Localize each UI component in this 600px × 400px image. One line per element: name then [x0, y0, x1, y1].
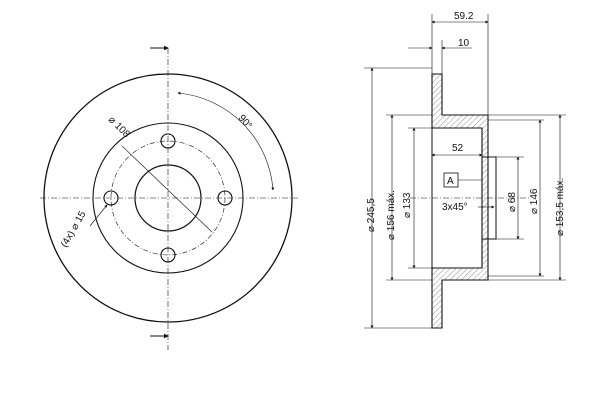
- d-133-label: ⌀ 133: [402, 192, 413, 218]
- disc-outer-circle: [43, 73, 293, 323]
- pcd-leader: [121, 145, 213, 233]
- d-156-label: ⌀ 156 máx.: [386, 190, 397, 240]
- d-68-label: ⌀ 68: [507, 192, 518, 212]
- pcd-circle: [110, 140, 226, 256]
- disc-section-hatched: [431, 73, 489, 329]
- hub-depth-label: 52: [452, 143, 464, 154]
- chamfer-label: 3x45°: [442, 202, 468, 213]
- bolt-hole-right: [217, 190, 233, 206]
- d-153-label: ⌀ 153,5 máx.: [555, 178, 566, 236]
- hub-circle: [92, 122, 244, 274]
- angle-label: 90°: [236, 113, 254, 132]
- d-146-label: ⌀ 146: [529, 188, 540, 214]
- d-outer-label: ⌀ 245,5: [366, 198, 377, 232]
- datum-label: A: [447, 176, 454, 187]
- angle-arc: [177, 91, 275, 191]
- bolt-leader: [89, 204, 108, 227]
- bolt-hole-left: [103, 190, 119, 206]
- bolt-hole-bottom: [160, 247, 176, 263]
- bolt-hole-top: [160, 133, 176, 149]
- bolt-label: (4x) ⌀ 15: [59, 209, 89, 249]
- centre-bore-circle: [134, 164, 202, 232]
- overall-width-label: 59.2: [454, 11, 474, 22]
- side-view: 59.2 10 52 A 3x45° ⌀ 245,5 ⌀ 156 máx. ⌀ …: [364, 11, 566, 329]
- front-view: ⌀ 108 90° (4x) ⌀ 15: [40, 45, 298, 350]
- pcd-label: ⌀ 108: [106, 114, 132, 140]
- disc-thickness-label: 10: [458, 38, 470, 49]
